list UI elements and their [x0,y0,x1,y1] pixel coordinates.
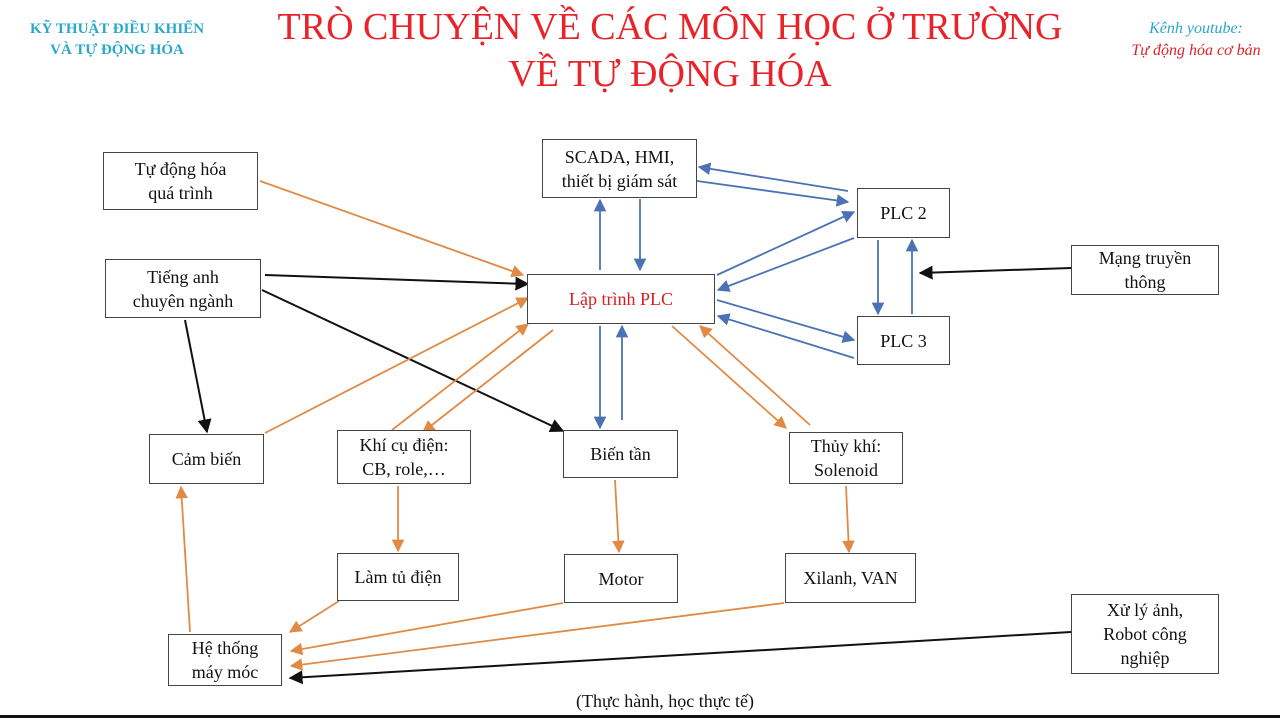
arrow-lam-tu-dien-to-he-thong [288,600,340,633]
page-title-line1: TRÒ CHUYỆN VỀ CÁC MÔN HỌC Ở TRƯỜNG [277,6,1063,48]
arrow-lap-trinh-plc-to-plc3 [716,299,856,343]
caption: (Thực hành, học thực tế) [576,691,754,711]
arrow-scada-to-plc2 [696,180,850,207]
node-khi-cu-dien: Khí cụ điện: CB, role,… [337,430,471,484]
node-plc-3: PLC 3 [857,316,950,365]
node-scada-hmi: SCADA, HMI, thiết bị giám sát [542,139,697,198]
arrow-tieng-anh-to-cam-bien [184,319,212,434]
channel-label: Kênh youtube: [1149,20,1243,37]
node-motor: Motor [564,554,678,603]
node-tieng-anh-chuyen-nganh: Tiếng anh chuyên ngành [105,259,261,318]
page-title: TRÒ CHUYỆN VỀ CÁC MÔN HỌC Ở TRƯỜNG VỀ TỰ… [230,4,1110,98]
arrow-mang-truyen-thong-to-plc2 [918,265,1072,280]
node-xu-ly-anh-robot: Xử lý ảnh, Robot công nghiệp [1071,594,1219,674]
arrow-bien-tan-to-motor [612,479,625,554]
node-lap-trinh-plc: Lập trình PLC [527,274,715,324]
node-mang-truyen-thong: Mạng truyền thông [1071,245,1219,295]
node-bien-tan: Biến tần [563,430,678,478]
node-lam-tu-dien: Làm tủ điện [337,553,459,601]
node-tu-dong-hoa-qua-trinh: Tự động hóa quá trình [103,152,258,210]
arrow-thuy-khi-to-lap-trinh-plc [699,325,811,426]
arrow-lap-trinh-plc-to-thuy-khi [671,325,787,429]
arrow-lap-trinh-plc-to-plc2 [716,211,856,276]
arrow-plc2-to-scada [697,162,849,192]
arrow-xilanh-van-to-he-thong [289,602,785,671]
channel-category-line2: VÀ TỰ ĐỘNG HÓA [50,42,184,58]
arrow-plc3-to-lap-trinh-plc [716,313,855,359]
channel-category: KỸ THUẬT ĐIỀU KHIỂN VÀ TỰ ĐỘNG HÓA [6,19,228,61]
channel-info: Kênh youtube: Tự động hóa cơ bản [1112,18,1280,62]
arrow-motor-to-he-thong [289,602,564,656]
channel-name: Tự động hóa cơ bản [1131,42,1261,59]
arrow-lap-trinh-plc-to-khi-cu-dien [422,329,554,433]
node-he-thong-may-moc: Hệ thống máy móc [168,634,282,686]
node-cam-bien: Cảm biến [149,434,264,484]
arrow-tieng-anh-to-lap-trinh-plc [264,274,530,291]
bottom-border [0,715,1280,718]
arrow-plc2-to-lap-trinh-plc [716,237,855,292]
arrow-tdh-qua-trinh-to-lap-trinh-plc [259,180,525,278]
arrow-cam-bien-to-lap-trinh-plc [264,297,530,434]
node-xilanh-van: Xilanh, VAN [785,553,916,603]
arrow-he-thong-to-cam-bien [175,485,191,633]
node-plc-2: PLC 2 [857,188,950,238]
arrow-xu-ly-anh-to-he-thong [288,631,1072,685]
node-thuy-khi-solenoid: Thủy khí: Solenoid [789,432,903,484]
arrow-khi-cu-dien-to-lap-trinh-plc [391,323,529,431]
page-title-line2: VỀ TỰ ĐỘNG HÓA [508,53,832,95]
arrow-tieng-anh-to-bien-tan [261,289,565,432]
channel-category-line1: KỸ THUẬT ĐIỀU KHIỂN [29,21,205,37]
arrow-thuy-khi-to-xilanh-van [842,485,855,554]
